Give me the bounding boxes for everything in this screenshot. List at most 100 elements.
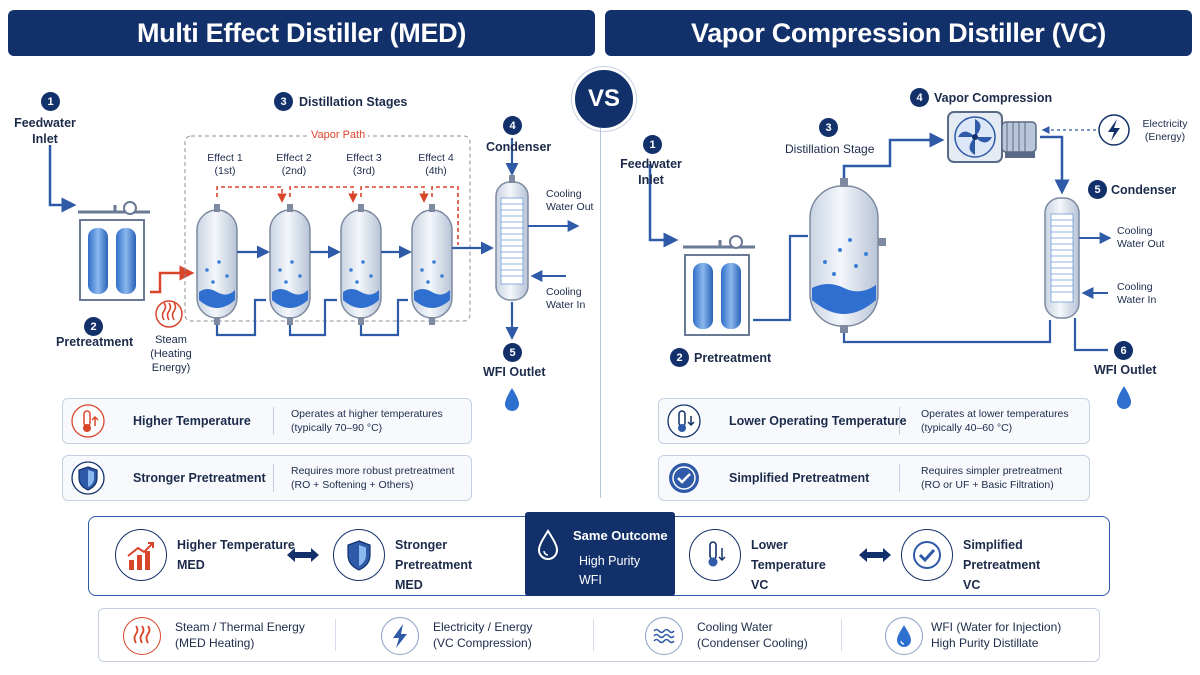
med-title: Multi Effect Distiller (MED) [136, 17, 467, 48]
med-distillation-label: Distillation Stages [299, 95, 408, 109]
chart-up-icon [115, 529, 167, 581]
droplet-icon [537, 529, 559, 560]
vc-pretreatment-unit [683, 235, 755, 336]
legend-wfi: WFI (Water for Injection)High Purity Dis… [885, 609, 1095, 661]
vc-electricity-label: Electricity(Energy) [1142, 118, 1188, 144]
shield-icon [71, 461, 105, 495]
summary-med-temp-sub: MED [177, 558, 205, 572]
vc-distillation-vessel [809, 178, 886, 333]
shield-icon [333, 529, 385, 581]
vc-condenser-label: Condenser [1111, 183, 1177, 197]
vc-card-pretreatment-desc: Requires simpler pretreatment(RO or UF +… [921, 464, 1063, 491]
med-wfi-droplet-icon [505, 388, 519, 411]
med-wfi-label: WFI Outlet [483, 365, 546, 379]
outcome-title: Same Outcome [573, 528, 668, 543]
med-step3-badge: 3 [274, 92, 293, 111]
med-card-temperature-desc: Operates at higher temperatures(typicall… [291, 407, 443, 434]
thermometer-down-icon [689, 529, 741, 581]
vc-step6-badge: 6 [1114, 341, 1133, 360]
med-step4-badge: 4 [503, 116, 522, 135]
med-card-pretreatment: Stronger Pretreatment Requires more robu… [62, 455, 472, 501]
med-step5-badge: 5 [503, 343, 522, 362]
summary-vc-pre-sub: VC [963, 578, 981, 592]
legend-cooling-sub: (Condenser Cooling) [697, 635, 808, 650]
vs-badge: VS [572, 67, 636, 131]
med-card-temperature: Higher Temperature Operates at higher te… [62, 398, 472, 444]
thermometer-up-icon [71, 404, 105, 438]
vc-step5-badge: 5 [1088, 180, 1107, 199]
med-feedwater-pipe [48, 145, 77, 213]
legend-electricity-sub: (VC Compression) [433, 635, 532, 650]
summary-vc-temp-sub: VC [751, 578, 769, 592]
med-card-temperature-title: Higher Temperature [133, 414, 251, 428]
check-circle-icon [669, 463, 699, 493]
vc-title: Vapor Compression Distiller (VC) [691, 17, 1106, 48]
med-effect-connections [215, 241, 494, 337]
med-header: Multi Effect Distiller (MED) [8, 10, 595, 56]
double-arrow-icon [287, 548, 319, 562]
med-card-pretreatment-desc: Requires more robust pretreatment(RO + S… [291, 464, 455, 491]
legend-steam: Steam / Thermal Energy(MED Heating) [123, 609, 343, 661]
check-circle-icon [901, 529, 953, 581]
med-condenser-label: Condenser [486, 140, 552, 154]
vc-compressed-vapor-pipe [1040, 135, 1070, 195]
med-condenser [495, 138, 580, 340]
vc-card-pretreatment-title: Simplified Pretreatment [729, 471, 870, 485]
vc-header: Vapor Compression Distiller (VC) [605, 10, 1192, 56]
waves-icon [645, 617, 683, 655]
lightning-icon [381, 617, 419, 655]
med-step2-badge: 2 [84, 317, 103, 336]
effect-4-label: Effect 4(4th) [418, 152, 454, 178]
effect-2-label: Effect 2(2nd) [276, 152, 312, 178]
med-pretreatment-unit [78, 201, 150, 301]
effect-1-label: Effect 1(1st) [207, 152, 243, 178]
med-steam-input [150, 265, 195, 328]
vc-pretreatment-label: Pretreatment [694, 351, 772, 365]
summary-med-pre-title: Stronger Pretreatment [395, 538, 473, 572]
electricity-icon [1098, 114, 1130, 146]
vc-compressor [947, 111, 1037, 163]
vc-step3-badge: 3 [819, 118, 838, 137]
legend-steam-title: Steam / Thermal Energy [175, 620, 305, 634]
vc-step2-badge: 2 [670, 348, 689, 367]
vc-card-temperature: Lower Operating Temperature Operates at … [658, 398, 1090, 444]
summary-vc-pre-title: Simplified Pretreatment [963, 538, 1041, 572]
vc-step4-badge: 4 [910, 88, 929, 107]
med-step1-badge: 1 [41, 92, 60, 111]
legend-bar: Steam / Thermal Energy(MED Heating) Elec… [98, 608, 1100, 662]
effect-3-label: Effect 3(3rd) [346, 152, 382, 178]
vc-step1-badge: 1 [643, 135, 662, 154]
vc-card-temperature-title: Lower Operating Temperature [729, 414, 907, 428]
med-pretreatment-label: Pretreatment [56, 335, 134, 349]
vc-distillation-label: Distillation Stage [785, 142, 875, 156]
vs-label: VS [587, 85, 620, 112]
med-card-pretreatment-title: Stronger Pretreatment [133, 471, 266, 485]
summary-med-pre-sub: MED [395, 578, 423, 592]
legend-electricity-title: Electricity / Energy [433, 620, 533, 634]
vapor-path-label: Vapor Path [308, 129, 369, 143]
vc-wfi-droplet-icon [1117, 386, 1131, 409]
legend-wfi-title: WFI (Water for Injection) [931, 620, 1062, 634]
vc-pretreat-pipe [753, 234, 808, 322]
vc-condenser [1044, 197, 1112, 352]
legend-electricity: Electricity / Energy(VC Compression) [381, 609, 601, 661]
vapor-path-arrows [216, 186, 459, 245]
legend-wfi-sub: High Purity Distillate [931, 635, 1039, 650]
vc-vapor-pipe [842, 132, 945, 178]
vc-return-pipe [842, 320, 1052, 344]
process-diagram [48, 111, 1131, 411]
vc-card-pretreatment: Simplified Pretreatment Requires simpler… [658, 455, 1090, 501]
vc-feedwater-pipe [648, 164, 679, 248]
